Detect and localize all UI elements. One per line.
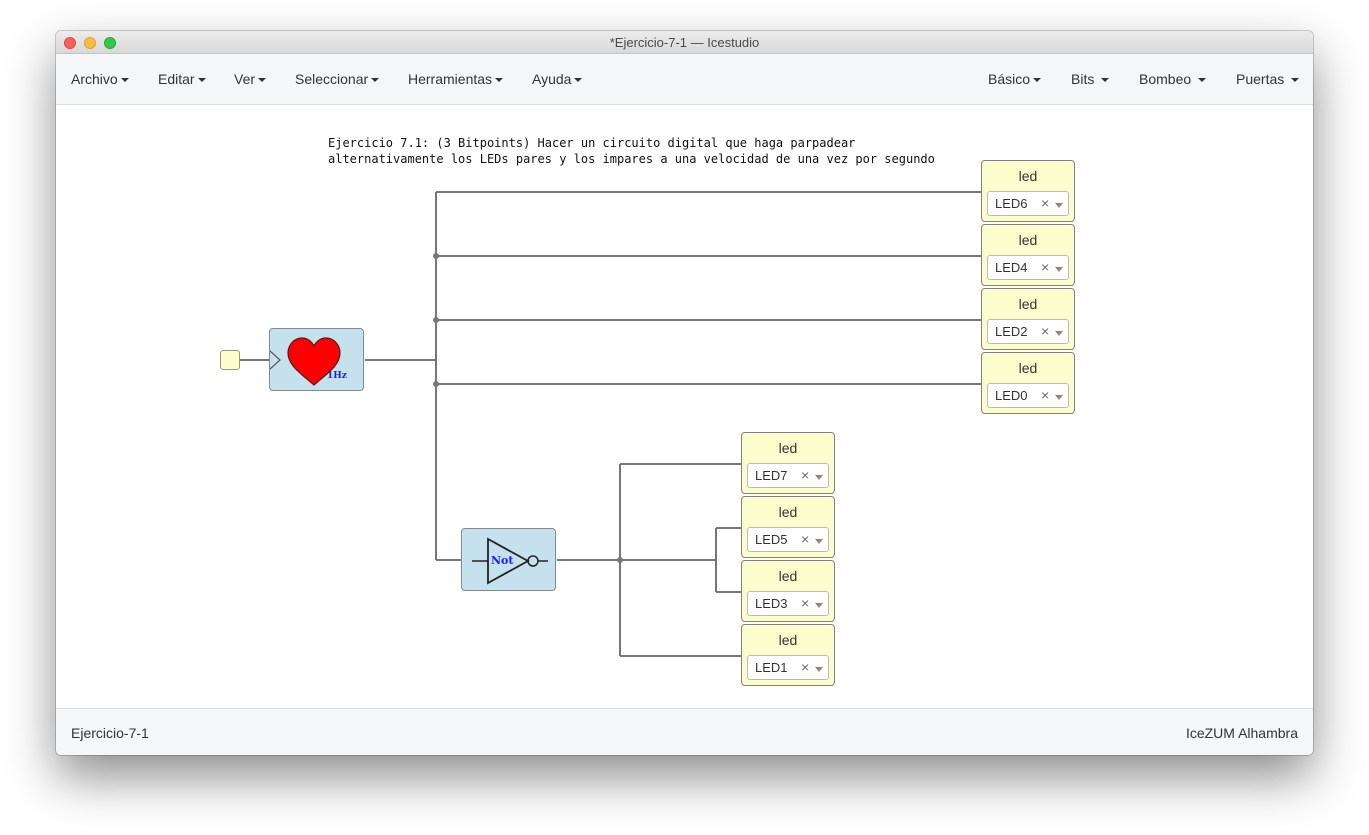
close-window-button[interactable] (64, 37, 76, 49)
minimize-window-button[interactable] (84, 37, 96, 49)
clear-icon[interactable]: × (801, 467, 810, 483)
led-block-led1[interactable]: led LED1 × (741, 624, 835, 686)
led-block-led5[interactable]: led LED5 × (741, 496, 835, 558)
status-bar: Ejercicio-7-1 IceZUM Alhambra (56, 708, 1313, 755)
caret-down-icon (197, 78, 206, 83)
not-gate-block[interactable]: Not (461, 528, 556, 591)
caret-down-icon (120, 78, 129, 83)
led-block-led7[interactable]: led LED7 × (741, 432, 835, 494)
circuit-canvas[interactable]: Ejercicio 7.1: (3 Bitpoints) Hacer un ci… (56, 105, 1313, 708)
dropdown-arrow-icon[interactable] (815, 667, 823, 672)
clear-icon[interactable]: × (1041, 387, 1050, 403)
dropdown-arrow-icon[interactable] (815, 475, 823, 480)
menu-bombeo[interactable]: Bombeo (1139, 71, 1207, 87)
dropdown-arrow-icon[interactable] (1055, 331, 1063, 336)
caret-down-icon (1198, 78, 1207, 83)
not-gate-icon (472, 537, 548, 585)
clock-input-pin[interactable] (220, 350, 240, 370)
wires-layer (240, 191, 981, 657)
led-select[interactable]: LED1 × (747, 655, 829, 680)
menu-bits[interactable]: Bits (1071, 71, 1110, 87)
caret-down-icon (1291, 78, 1300, 83)
led-block-led3[interactable]: led LED3 × (741, 560, 835, 622)
menu-editar[interactable]: Editar (158, 71, 206, 87)
clear-icon[interactable]: × (1041, 259, 1050, 275)
wire-junction (433, 317, 439, 323)
led-select[interactable]: LED0 × (987, 383, 1069, 408)
menu-bar: Archivo Editar Ver Seleccionar Herramien… (56, 54, 1313, 105)
led-select[interactable]: LED7 × (747, 463, 829, 488)
project-name: Ejercicio-7-1 (71, 725, 149, 741)
exercise-comment[interactable]: Ejercicio 7.1: (3 Bitpoints) Hacer un ci… (328, 136, 935, 166)
menu-archivo[interactable]: Archivo (71, 71, 129, 87)
menu-seleccionar[interactable]: Seleccionar (295, 71, 380, 87)
clear-icon[interactable]: × (1041, 195, 1050, 211)
led-block-led4[interactable]: led LED4 × (981, 224, 1075, 286)
menu-ayuda[interactable]: Ayuda (532, 71, 583, 87)
led-block-led6[interactable]: led LED6 × (981, 160, 1075, 222)
window-title: *Ejercicio-7-1 — Icestudio (609, 35, 760, 50)
caret-down-icon (574, 78, 583, 83)
maximize-window-button[interactable] (104, 37, 116, 49)
caret-down-icon (495, 78, 504, 83)
app-window: *Ejercicio-7-1 — Icestudio Archivo Edita… (56, 31, 1313, 755)
wire-junction (617, 557, 623, 563)
led-select[interactable]: LED3 × (747, 591, 829, 616)
caret-down-icon (1101, 78, 1110, 83)
led-select[interactable]: LED5 × (747, 527, 829, 552)
not-gate-label: Not (491, 554, 514, 567)
clock-1hz-block[interactable]: 1Hz (269, 328, 364, 391)
clock-label: 1Hz (327, 371, 347, 381)
board-name[interactable]: IceZUM Alhambra (1185, 725, 1298, 741)
wire-junction (433, 381, 439, 387)
menu-ver[interactable]: Ver (234, 71, 267, 87)
menu-puertas[interactable]: Puertas (1236, 71, 1300, 87)
led-select[interactable]: LED4 × (987, 255, 1069, 280)
caret-down-icon (258, 78, 267, 83)
dropdown-arrow-icon[interactable] (815, 539, 823, 544)
led-select[interactable]: LED2 × (987, 319, 1069, 344)
clear-icon[interactable]: × (801, 531, 810, 547)
caret-down-icon (371, 78, 380, 83)
led-select[interactable]: LED6 × (987, 191, 1069, 216)
led-block-led0[interactable]: led LED0 × (981, 352, 1075, 414)
menu-herramientas[interactable]: Herramientas (408, 71, 504, 87)
clear-icon[interactable]: × (801, 595, 810, 611)
dropdown-arrow-icon[interactable] (815, 603, 823, 608)
dropdown-arrow-icon[interactable] (1055, 203, 1063, 208)
wire-junction (433, 253, 439, 259)
clear-icon[interactable]: × (801, 659, 810, 675)
caret-down-icon (1033, 78, 1042, 83)
heart-icon (270, 337, 341, 386)
menu-basico[interactable]: Básico (988, 71, 1042, 87)
dropdown-arrow-icon[interactable] (1055, 395, 1063, 400)
led-block-led2[interactable]: led LED2 × (981, 288, 1075, 350)
dropdown-arrow-icon[interactable] (1055, 267, 1063, 272)
clear-icon[interactable]: × (1041, 323, 1050, 339)
title-bar: *Ejercicio-7-1 — Icestudio (56, 31, 1313, 54)
